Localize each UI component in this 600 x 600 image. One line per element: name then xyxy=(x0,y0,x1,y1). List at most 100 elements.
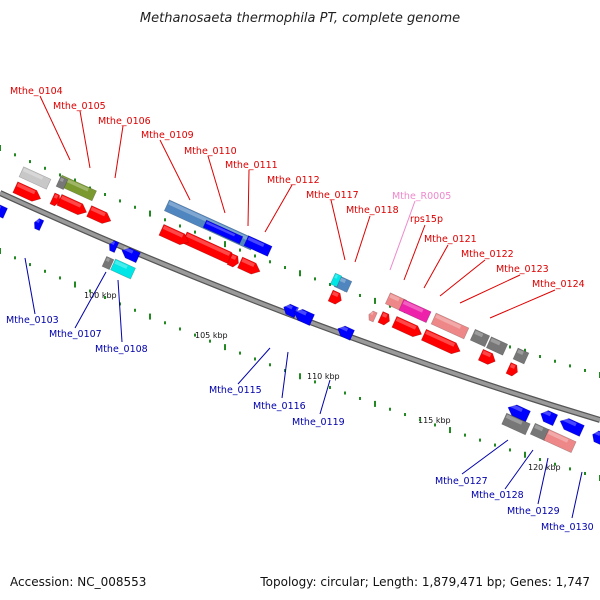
tick-mark-36 xyxy=(269,260,271,264)
gene-block-0103[interactable] xyxy=(0,202,8,219)
gene-label-mthe-0112: Mthe_0112 xyxy=(267,175,320,186)
kbp-label-105: 105 kbp xyxy=(195,331,228,340)
tick-mark-21 xyxy=(149,313,151,320)
tick-mark-3 xyxy=(14,256,16,260)
gene-block-0110-inner[interactable] xyxy=(202,219,244,245)
kbp-label-110: 110 kbp xyxy=(307,372,340,381)
topology-text: Topology: circular; Length: 1,879,471 bp… xyxy=(259,575,590,589)
tick-mark-50 xyxy=(374,297,376,304)
gene-label-mthe-r0005: Mthe_R0005 xyxy=(392,191,451,202)
gene-block-0121[interactable] xyxy=(391,315,424,339)
gene-block-r0005[interactable] xyxy=(367,310,378,323)
gene-block-0116[interactable] xyxy=(291,306,315,327)
gene-label-mthe-0118: Mthe_0118 xyxy=(346,205,399,216)
gene-block-0122[interactable] xyxy=(430,312,470,340)
tick-mark-1 xyxy=(0,248,1,254)
gene-label-mthe-0107: Mthe_0107 xyxy=(49,329,102,340)
map-title: Methanosaeta thermophila PT, complete ge… xyxy=(140,11,460,26)
gene-block-0119[interactable] xyxy=(335,324,355,341)
gene-label-mthe-0116: Mthe_0116 xyxy=(253,401,306,412)
gene-block-0129b[interactable] xyxy=(590,429,600,446)
tick-mark-48 xyxy=(359,293,361,297)
tick-mark-47 xyxy=(344,391,346,395)
gene-label-mthe-0130: Mthe_0130 xyxy=(541,522,594,533)
gene-block-0127g[interactable] xyxy=(501,412,531,436)
gene-label-mthe-0108: Mthe_0108 xyxy=(95,344,148,355)
tick-mark-5 xyxy=(29,263,31,267)
gene-block-0124g[interactable] xyxy=(469,328,491,348)
top-gene-labels: Mthe_0104 Mthe_0105 Mthe_0106 Mthe_0109 … xyxy=(10,86,585,319)
gene-block-0105r[interactable] xyxy=(56,193,89,217)
tick-mark-72 xyxy=(539,355,541,359)
gene-block-0107g[interactable] xyxy=(101,255,115,271)
tick-mark-16 xyxy=(119,199,121,203)
gene-block-0105s[interactable] xyxy=(49,192,62,207)
tick-mark-76 xyxy=(569,364,571,368)
gene-block-0126[interactable] xyxy=(506,402,531,423)
gene-block-0120[interactable] xyxy=(377,311,392,326)
gene-block-0115[interactable] xyxy=(281,302,300,319)
gene-block-0106[interactable] xyxy=(86,205,114,227)
gene-block-0125b[interactable] xyxy=(512,347,530,365)
gene-label-mthe-0122: Mthe_0122 xyxy=(461,249,514,260)
tick-mark-6 xyxy=(44,166,46,170)
gene-label-mthe-0124: Mthe_0124 xyxy=(532,279,585,290)
gene-block-0123[interactable] xyxy=(420,328,462,357)
gene-block-0118[interactable] xyxy=(327,289,344,306)
accession-text: Accession: NC_008553 xyxy=(10,575,146,589)
tick-mark-44 xyxy=(329,282,331,286)
gene-label-mthe-0127: Mthe_0127 xyxy=(435,476,488,487)
gene-block-0128[interactable] xyxy=(558,416,585,437)
tick-mark-65 xyxy=(479,438,481,442)
gene-block-0104b[interactable] xyxy=(55,175,69,191)
gene-block-0129[interactable] xyxy=(543,428,577,454)
gene-label-mthe-0121: Mthe_0121 xyxy=(424,234,477,245)
tick-mark-45 xyxy=(329,385,331,389)
gene-block-rps15p[interactable] xyxy=(398,298,432,324)
tick-mark-0 xyxy=(0,145,1,151)
tick-mark-15 xyxy=(104,296,106,300)
gene-block-0124[interactable] xyxy=(477,348,498,367)
gene-block-0110r[interactable] xyxy=(226,253,241,268)
tick-mark-11 xyxy=(74,281,76,288)
gene-block-0108r[interactable] xyxy=(158,223,191,247)
gene-label-mthe-0110: Mthe_0110 xyxy=(184,146,237,157)
tick-mark-39 xyxy=(284,369,286,373)
tick-mark-69 xyxy=(509,448,511,452)
gene-block-0107b[interactable] xyxy=(107,239,120,254)
tick-mark-25 xyxy=(179,327,181,331)
tick-mark-35 xyxy=(254,357,256,361)
tick-mark-77 xyxy=(569,467,571,471)
tick-mark-33 xyxy=(239,351,241,355)
gene-block-0128g[interactable] xyxy=(529,422,551,442)
gene-label-rps15p: rps15p xyxy=(410,214,443,225)
gene-block-0125g[interactable] xyxy=(485,336,509,356)
gene-block-0104[interactable] xyxy=(12,181,43,205)
tick-mark-22 xyxy=(164,218,166,222)
kbp-label-120: 120 kbp xyxy=(528,463,561,472)
gene-block-0127[interactable] xyxy=(538,408,559,427)
gene-block-0108[interactable] xyxy=(110,258,136,280)
tick-mark-59 xyxy=(434,423,436,427)
gene-block-0103b[interactable] xyxy=(32,217,45,232)
gene-label-mthe-0105: Mthe_0105 xyxy=(53,101,106,112)
gene-label-mthe-0115: Mthe_0115 xyxy=(209,385,262,396)
tick-mark-52 xyxy=(389,304,391,308)
gene-block-0112[interactable] xyxy=(237,256,263,277)
gene-block-0117c[interactable] xyxy=(329,272,343,288)
tick-mark-23 xyxy=(164,321,166,325)
tick-mark-63 xyxy=(464,433,466,437)
gene-block-0107[interactable] xyxy=(120,245,141,264)
bottom-gene-labels: Mthe_0103 Mthe_0107 Mthe_0108 Mthe_0115 … xyxy=(6,257,594,533)
gene-block-0102[interactable] xyxy=(18,166,52,190)
gene-label-mthe-0119: Mthe_0119 xyxy=(292,417,345,428)
gene-block-0125r[interactable] xyxy=(505,362,520,377)
gene-block-0111[interactable] xyxy=(243,235,273,257)
tick-mark-13 xyxy=(89,289,91,293)
tick-mark-9 xyxy=(59,276,61,280)
tick-mark-40 xyxy=(299,270,301,277)
tick-mark-53 xyxy=(389,407,391,411)
tick-mark-4 xyxy=(29,160,31,164)
tick-mark-26 xyxy=(194,230,196,234)
